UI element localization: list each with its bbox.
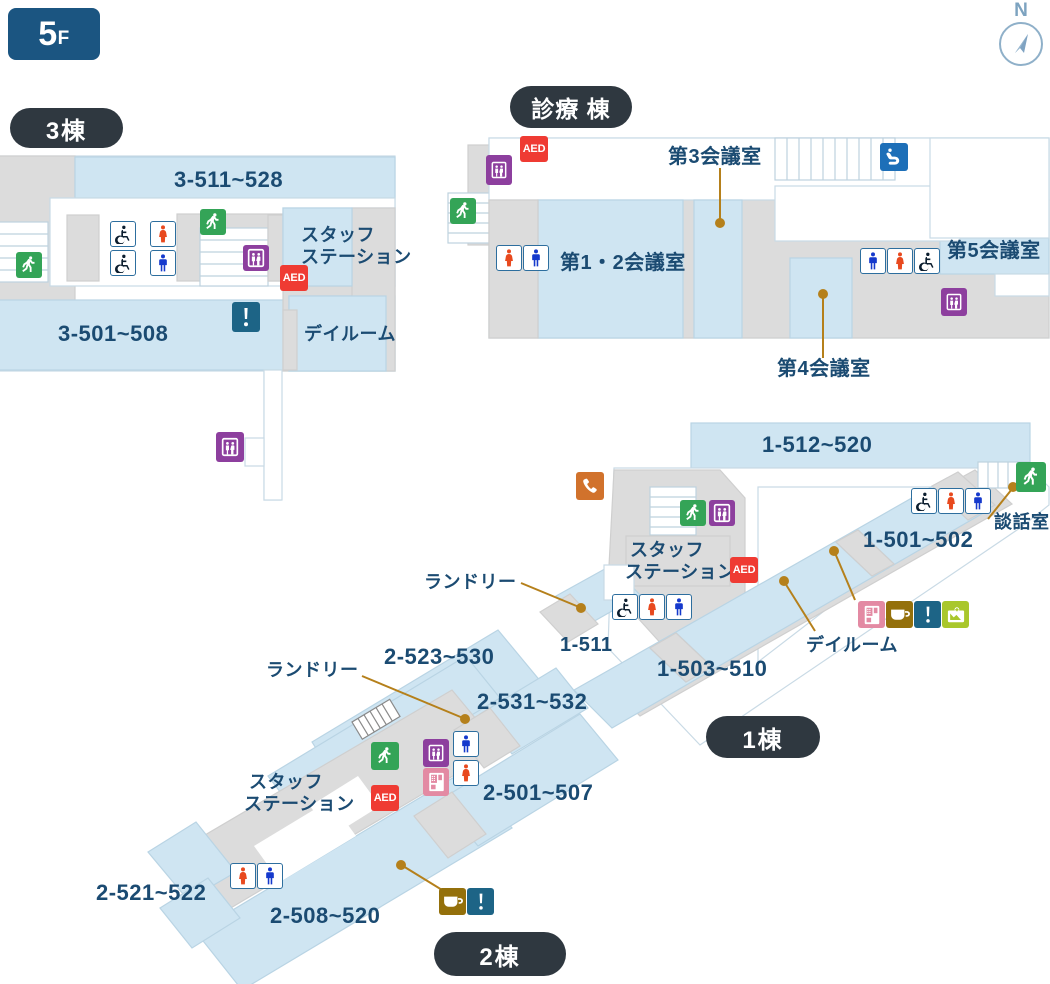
men-toilet-icon-wing1	[666, 594, 692, 620]
wing2-shapes	[147, 629, 619, 984]
label-2-523-530: 2-523~530	[384, 644, 495, 669]
label-1-511: 1-511	[560, 634, 613, 656]
label-wing3-staff-station-line1: スタッフ	[301, 225, 375, 245]
label-2-508-520: 2-508~520	[270, 903, 381, 928]
women-toilet-icon-wing2-2	[230, 863, 256, 889]
emergency-exit-icon-wing2	[371, 742, 399, 770]
accessible-toilet-icon-2	[110, 250, 136, 276]
label-wing3-staff-station-line2: ステーション	[301, 247, 412, 267]
wing1-shapes	[539, 422, 1050, 746]
compass-ring	[999, 22, 1043, 66]
aed-icon-wing2: AED	[371, 785, 399, 811]
men-toilet-icon-wing1-2	[965, 488, 991, 514]
accessible-toilet-icon-wing1-2	[911, 488, 937, 514]
label-meeting-room-3: 第3会議室	[668, 146, 762, 168]
elevator-icon-corridor	[216, 432, 244, 462]
label-2-531-532: 2-531~532	[477, 689, 588, 714]
label-wing2-staff-station-line2: ステーション	[244, 794, 355, 814]
label-wing3-day-room: デイルーム	[304, 324, 396, 344]
label-3-511-528: 3-511~528	[174, 167, 284, 192]
elevator-icon-wing1	[709, 500, 735, 526]
cafe-icon-wing2	[439, 888, 466, 915]
label-wing1-laundry: ランドリー	[424, 572, 517, 592]
wing-badge-1: 1棟	[706, 716, 820, 758]
wing-badge-medical: 診療 棟	[510, 86, 632, 128]
emergency-exit-icon-2	[200, 209, 226, 235]
floor-number: 5	[38, 15, 58, 53]
cafe-icon	[886, 601, 913, 628]
label-1-512-520: 1-512~520	[762, 432, 873, 457]
label-1-503-510: 1-503~510	[657, 656, 768, 681]
label-2-501-507: 2-501~507	[483, 780, 594, 805]
floor-badge: 5 F	[8, 8, 100, 60]
wing-badge-2: 2棟	[434, 932, 566, 976]
women-toilet-icon-medical-2	[887, 248, 913, 274]
floor-suffix: F	[57, 28, 70, 49]
women-toilet-icon-wing1-2	[938, 488, 964, 514]
elevator-icon	[243, 245, 269, 271]
emergency-exit-icon-wing1	[680, 500, 706, 526]
accessible-toilet-icon-wing1	[612, 594, 638, 620]
label-wing1-day-room: デイルーム	[806, 635, 898, 655]
men-toilet-icon-medical-2	[860, 248, 886, 274]
compass-needle-icon	[1015, 34, 1028, 53]
men-toilet-icon-medical	[523, 245, 549, 271]
vending-machine-icon	[858, 601, 885, 628]
label-wing2-laundry: ランドリー	[266, 660, 359, 680]
label-meeting-room-1-2: 第1・2会議室	[560, 252, 686, 274]
emergency-exit-icon	[16, 252, 42, 278]
label-3-501-508: 3-501~508	[58, 321, 169, 346]
emergency-exit-icon-wing1-2	[1016, 462, 1046, 492]
aed-icon-medical: AED	[520, 136, 548, 162]
label-wing1-lounge: 談話室	[994, 512, 1050, 532]
women-toilet-icon-wing2	[453, 760, 479, 786]
men-toilet-icon-wing2-2	[257, 863, 283, 889]
women-toilet-icon	[150, 221, 176, 247]
compass-north-label: N	[1014, 0, 1028, 21]
women-toilet-icon-medical	[496, 245, 522, 271]
compass: N	[995, 0, 1047, 80]
label-1-501-502: 1-501~502	[863, 527, 974, 552]
information-icon-wing2	[467, 888, 494, 915]
aed-icon: AED	[280, 265, 308, 291]
label-wing2-staff-station-line1: スタッフ	[249, 772, 323, 792]
leader-lines	[361, 168, 1018, 894]
label-wing1-staff-station-line1: スタッフ	[630, 540, 704, 560]
label-2-521-522: 2-521~522	[96, 880, 207, 905]
wing-badge-3: 3棟	[10, 108, 123, 148]
label-meeting-room-5: 第5会議室	[947, 240, 1041, 262]
label-meeting-room-4: 第4会議室	[777, 358, 871, 380]
accessible-toilet-icon-medical	[914, 248, 940, 274]
information-icon	[232, 302, 260, 332]
shop-icon	[942, 601, 969, 628]
information-icon-wing1	[914, 601, 941, 628]
elevator-icon-medical	[486, 155, 512, 185]
men-toilet-icon-wing2	[453, 731, 479, 757]
elevator-icon-wing2	[423, 739, 449, 767]
vending-machine-icon-wing2	[423, 768, 449, 796]
accessible-toilet-icon	[110, 221, 136, 247]
emergency-exit-icon-medical	[450, 198, 476, 224]
public-telephone-icon	[576, 472, 604, 500]
escalator-icon	[880, 143, 908, 171]
men-toilet-icon	[150, 250, 176, 276]
elevator-icon-medical-2	[941, 288, 967, 316]
label-wing1-staff-station-line2: ステーション	[625, 562, 736, 582]
aed-icon-wing1: AED	[730, 557, 758, 583]
women-toilet-icon-wing1	[639, 594, 665, 620]
